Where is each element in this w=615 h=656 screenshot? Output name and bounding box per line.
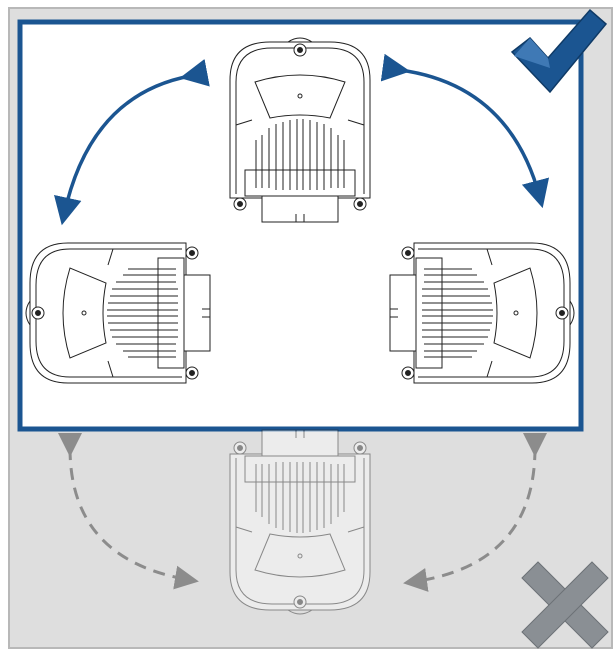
cross-icon [521,561,609,649]
rotation-arrow-right-forbidden [403,432,548,592]
device-connector-up [229,429,371,615]
rotation-arrow-right-allowed [380,53,550,209]
device-connector-down [229,37,371,223]
checkmark-icon [510,8,608,94]
device-connector-left [389,242,575,384]
device-connector-right [25,242,211,384]
rotation-arrow-left-forbidden [57,432,199,590]
rotation-arrow-left-allowed [54,58,210,226]
